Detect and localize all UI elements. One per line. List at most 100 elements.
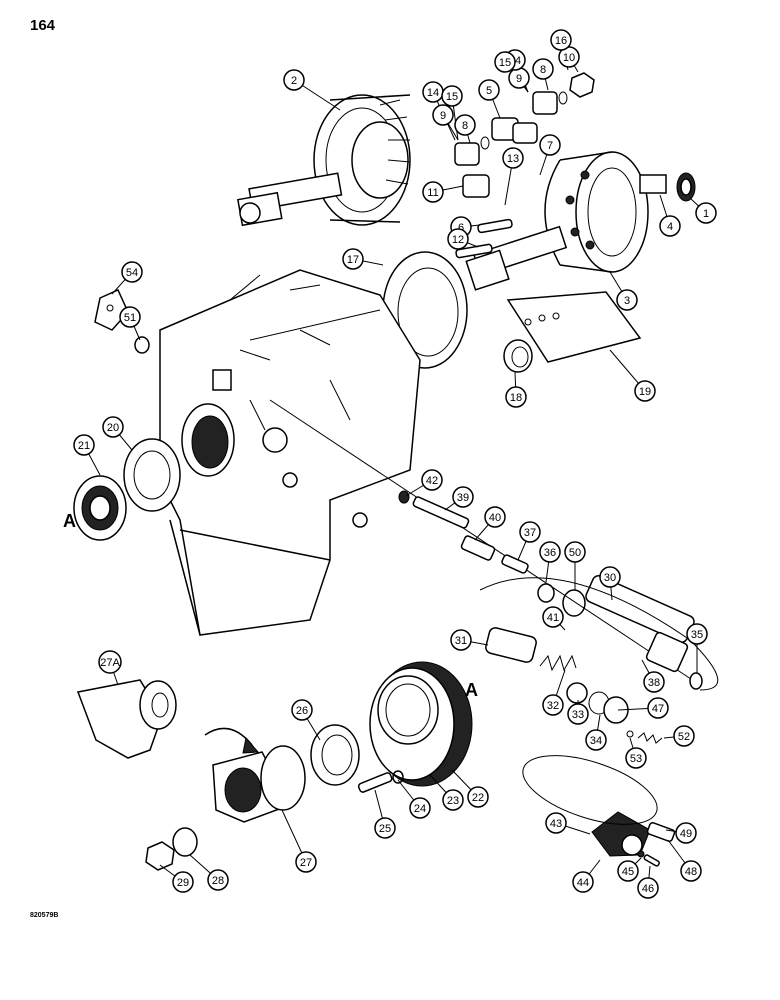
callout-circle	[454, 114, 476, 136]
callout-9: 9	[432, 104, 454, 126]
callout-15: 15	[441, 85, 463, 107]
callout-27A: 27A	[98, 650, 122, 674]
callout-50: 50	[564, 541, 586, 563]
callout-circle	[342, 248, 364, 270]
callout-circle	[452, 486, 474, 508]
callout-circle	[207, 869, 229, 891]
callout-circle	[98, 650, 122, 674]
callout-circle	[539, 541, 561, 563]
bearing-cap-illustration	[310, 661, 473, 793]
callout-number: 45	[622, 866, 634, 878]
callout-circle	[119, 306, 141, 328]
callout-number: 40	[489, 512, 501, 524]
solenoid-block-illustration	[479, 577, 719, 867]
callout-circle	[441, 85, 463, 107]
callout-52: 52	[673, 725, 695, 747]
callout-51: 51	[119, 306, 141, 328]
callout-circle	[637, 877, 659, 899]
callout-18: 18	[505, 386, 527, 408]
callout-circle	[121, 261, 143, 283]
callout-number: 10	[563, 52, 575, 64]
input-bearing-illustration	[73, 438, 181, 541]
callout-43: 43	[545, 812, 567, 834]
callout-8: 8	[454, 114, 476, 136]
callout-number: 4	[667, 221, 673, 233]
callout-circle	[695, 202, 717, 224]
callout-3: 3	[616, 289, 638, 311]
section-mark-a-left: A	[63, 511, 76, 531]
callout-14: 14	[422, 81, 444, 103]
callout-number: 8	[462, 120, 468, 132]
callout-35: 35	[686, 623, 708, 645]
callout-circle	[467, 786, 489, 808]
callout-circle	[599, 566, 621, 588]
callout-1: 1	[695, 202, 717, 224]
callout-circle	[686, 623, 708, 645]
callout-number: 25	[379, 823, 391, 835]
callout-number: 31	[455, 635, 467, 647]
callout-10: 10	[558, 46, 580, 68]
callout-circle	[442, 789, 464, 811]
callout-circle	[647, 697, 669, 719]
callout-number: 32	[547, 700, 559, 712]
callout-22: 22	[467, 786, 489, 808]
callout-number: 20	[107, 422, 119, 434]
callout-number: 35	[691, 629, 703, 641]
callout-number: 14	[427, 87, 439, 99]
callout-23: 23	[442, 789, 464, 811]
callout-circle	[659, 215, 681, 237]
callout-circle	[680, 860, 702, 882]
callout-40: 40	[484, 506, 506, 528]
callout-circle	[484, 506, 506, 528]
callout-31: 31	[450, 629, 472, 651]
callout-38: 38	[643, 671, 665, 693]
callout-20: 20	[102, 416, 124, 438]
callout-39: 39	[452, 486, 474, 508]
callout-number: 18	[510, 392, 522, 404]
callout-number: 34	[590, 735, 602, 747]
valve-sleeve-illustration	[485, 627, 663, 744]
callout-15: 15	[494, 51, 516, 73]
callout-number: 9	[516, 73, 522, 85]
callout-number: 54	[126, 267, 138, 279]
callout-circle	[532, 58, 554, 80]
callout-number: 29	[177, 877, 189, 889]
callout-number: 15	[446, 91, 458, 103]
callout-circle	[422, 181, 444, 203]
callout-circle	[617, 860, 639, 882]
callout-circle	[550, 29, 572, 51]
callout-number: 13	[507, 153, 519, 165]
callout-circle	[421, 469, 443, 491]
callout-number: 53	[630, 753, 642, 765]
callout-37: 37	[519, 521, 541, 543]
callout-47: 47	[647, 697, 669, 719]
callout-number: 24	[414, 803, 426, 815]
callout-number: 52	[678, 731, 690, 743]
callout-45: 45	[617, 860, 639, 882]
callout-8: 8	[532, 58, 554, 80]
callout-circle	[450, 629, 472, 651]
callout-number: 28	[212, 875, 224, 887]
page-number: 164	[30, 17, 56, 34]
callout-circle	[295, 851, 317, 873]
callout-number: 2	[291, 75, 297, 87]
callout-number: 8	[540, 64, 546, 76]
callout-group: 1234567889910111213141415151617181920212…	[73, 29, 717, 899]
callout-number: 22	[472, 792, 484, 804]
callout-number: 50	[569, 547, 581, 559]
callout-11: 11	[422, 181, 444, 203]
callout-number: 36	[544, 547, 556, 559]
callout-33: 33	[567, 703, 589, 725]
callout-7: 7	[539, 134, 561, 156]
callout-30: 30	[599, 566, 621, 588]
callout-number: 47	[652, 703, 664, 715]
callout-44: 44	[572, 871, 594, 893]
callout-number: 51	[124, 312, 136, 324]
callout-42: 42	[421, 469, 443, 491]
callout-number: 21	[78, 440, 90, 452]
callout-4: 4	[659, 215, 681, 237]
transmission-housing-illustration	[159, 269, 421, 636]
callout-circle	[519, 521, 541, 543]
callout-number: 30	[604, 572, 616, 584]
